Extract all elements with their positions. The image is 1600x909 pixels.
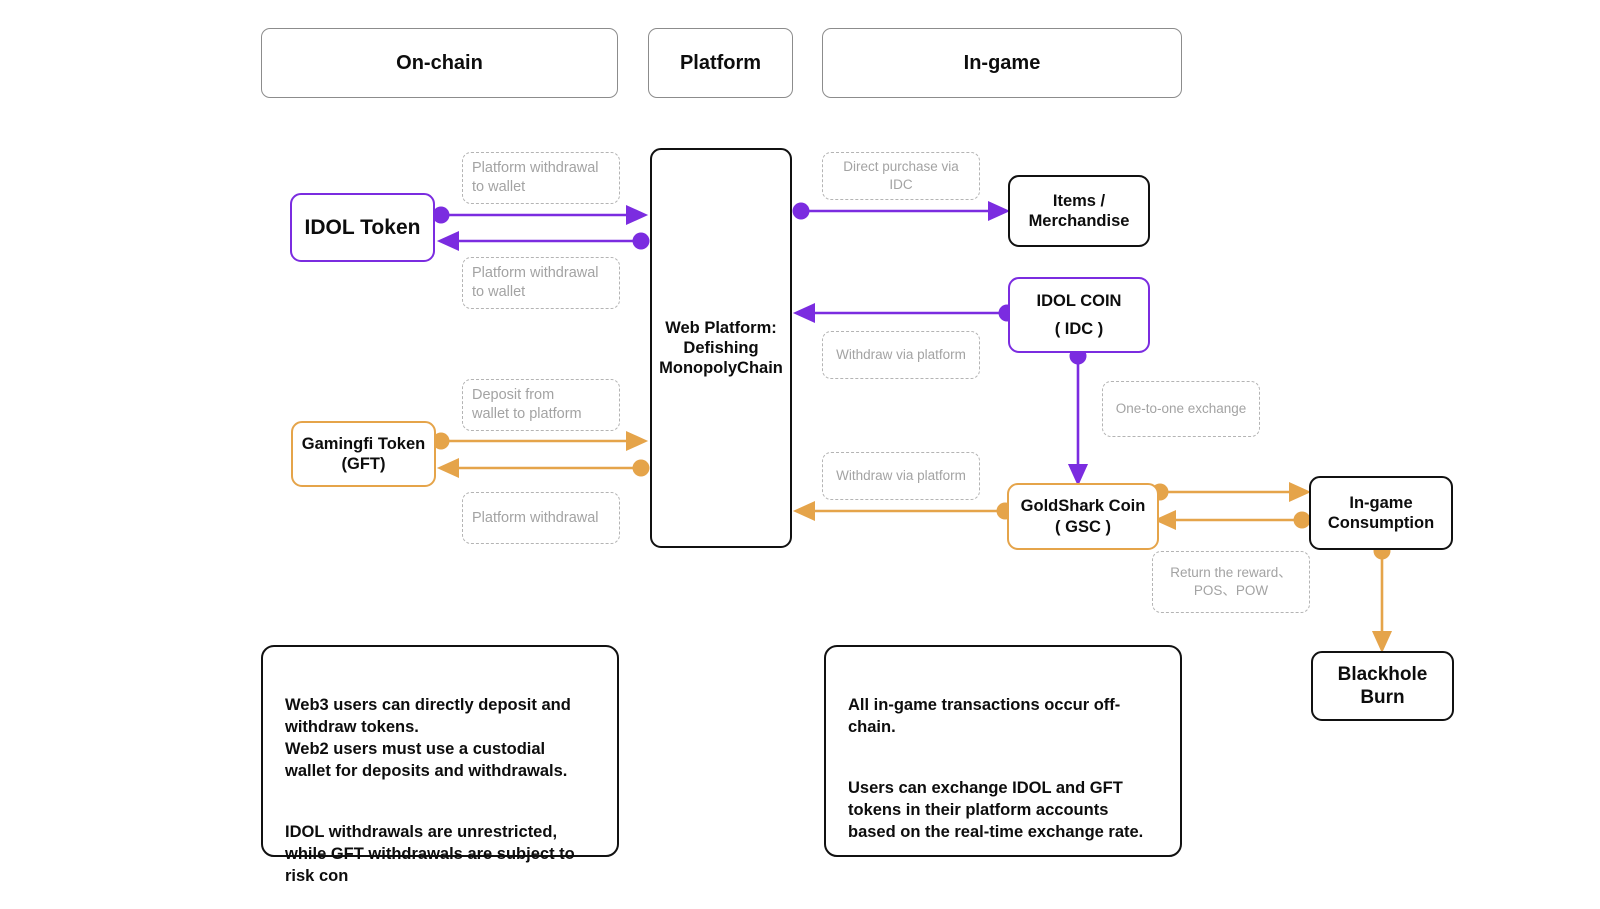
edge-label-gft-deposit-line1: Deposit from bbox=[472, 387, 555, 404]
node-idol-coin-line1: IDOL COIN bbox=[1036, 291, 1122, 310]
node-idol-token-label: IDOL Token bbox=[304, 215, 421, 239]
edge-label-one-to-one-exchange: One-to-one exchange bbox=[1102, 381, 1260, 437]
edge-label-gsc-withdraw-line1: Withdraw via platform bbox=[836, 468, 966, 484]
node-web-platform[interactable]: Web Platform: Defishing MonopolyChain bbox=[650, 148, 792, 548]
edge-label-direct-purchase: Direct purchase via IDC bbox=[822, 152, 980, 200]
edge-label-idc-withdraw-line1: Withdraw via platform bbox=[836, 347, 966, 363]
node-goldshark-coin-line1: GoldShark Coin bbox=[1020, 497, 1146, 516]
node-goldshark-coin-line2: ( GSC ) bbox=[1055, 517, 1111, 536]
node-blackhole-burn-line1: Blackhole bbox=[1337, 663, 1428, 685]
node-web-platform-line2: Defishing bbox=[683, 338, 759, 357]
node-gamingfi-token[interactable]: Gamingfi Token (GFT) bbox=[291, 421, 436, 487]
edge-idol-to-platform bbox=[432, 204, 649, 226]
edge-consumption-to-gsc bbox=[1153, 509, 1311, 531]
node-gamingfi-token-line2: (GFT) bbox=[341, 455, 386, 473]
note-right-paragraph-2: Users can exchange IDOL and GFT tokens i… bbox=[848, 778, 1144, 841]
header-on-chain: On-chain bbox=[261, 28, 618, 98]
edge-label-gsc-withdraw: Withdraw via platform bbox=[822, 452, 980, 500]
note-left: Web3 users can directly deposit and with… bbox=[261, 645, 619, 885]
edge-platform-to-gft bbox=[436, 457, 650, 479]
node-in-game-consumption[interactable]: In-game Consumption bbox=[1309, 476, 1453, 550]
edge-idc-to-platform bbox=[792, 302, 1016, 324]
edge-label-return-reward: Return the reward、 POS、POW bbox=[1152, 551, 1310, 613]
node-items-merchandise-line1: Items / bbox=[1052, 191, 1106, 210]
edge-label-gft-withdraw: Platform withdrawal bbox=[462, 492, 620, 544]
header-platform-label: Platform bbox=[679, 51, 762, 74]
edge-label-return-reward-line1: Return the reward、 bbox=[1170, 565, 1292, 581]
header-in-game-label: In-game bbox=[963, 51, 1041, 74]
edge-label-gft-withdraw-line1: Platform withdrawal bbox=[472, 509, 599, 526]
node-gamingfi-token-line1: Gamingfi Token bbox=[301, 434, 426, 453]
node-items-merchandise[interactable]: Items / Merchandise bbox=[1008, 175, 1150, 247]
edge-idc-to-gsc bbox=[1067, 347, 1089, 487]
node-in-game-consumption-line1: In-game bbox=[1349, 493, 1413, 512]
note-left-paragraph-1: Web3 users can directly deposit and with… bbox=[285, 695, 571, 780]
edge-label-idol-withdraw-top-line2: to wallet bbox=[472, 179, 526, 195]
node-web-platform-line1: Web Platform: bbox=[665, 318, 777, 337]
node-in-game-consumption-line2: Consumption bbox=[1327, 514, 1435, 532]
node-idol-coin-line2: ( IDC ) bbox=[1054, 319, 1104, 338]
edge-label-gft-deposit-line2: wallet to platform bbox=[472, 406, 582, 422]
edge-label-idol-withdraw-bottom: Platform withdrawal to wallet bbox=[462, 257, 620, 309]
edge-gsc-to-consumption bbox=[1151, 481, 1312, 503]
node-blackhole-burn-line2: Burn bbox=[1360, 687, 1405, 708]
edge-platform-to-items bbox=[792, 200, 1011, 222]
edge-label-direct-purchase-line1: Direct purchase via IDC bbox=[843, 159, 959, 192]
edge-gft-to-platform bbox=[432, 430, 649, 452]
note-right-paragraph-1: All in-game transactions occur off-chain… bbox=[848, 695, 1121, 736]
header-in-game: In-game bbox=[822, 28, 1182, 98]
edge-consumption-to-blackhole bbox=[1371, 542, 1393, 654]
edge-label-idol-withdraw-bottom-line1: Platform withdrawal bbox=[472, 265, 599, 282]
edge-label-one-to-one-exchange-line1: One-to-one exchange bbox=[1115, 401, 1247, 417]
header-on-chain-label: On-chain bbox=[396, 51, 483, 74]
edge-label-gft-deposit: Deposit from wallet to platform bbox=[462, 379, 620, 431]
header-platform: Platform bbox=[648, 28, 793, 98]
edge-label-idc-withdraw: Withdraw via platform bbox=[822, 331, 980, 379]
edge-label-idol-withdraw-top: Platform withdrawal to wallet bbox=[462, 152, 620, 204]
node-goldshark-coin[interactable]: GoldShark Coin ( GSC ) bbox=[1007, 483, 1159, 550]
edge-gsc-to-platform bbox=[792, 500, 1014, 522]
note-left-paragraph-2: IDOL withdrawals are unrestricted, while… bbox=[285, 822, 575, 885]
node-idol-coin[interactable]: IDOL COIN ( IDC ) bbox=[1008, 277, 1150, 353]
edge-platform-to-idol bbox=[436, 230, 650, 252]
node-blackhole-burn[interactable]: Blackhole Burn bbox=[1311, 651, 1454, 721]
edge-label-return-reward-line2: POS、POW bbox=[1193, 583, 1269, 598]
edge-label-idol-withdraw-top-line1: Platform withdrawal bbox=[472, 160, 599, 177]
node-web-platform-line3: MonopolyChain bbox=[659, 359, 783, 378]
node-idol-token[interactable]: IDOL Token bbox=[290, 193, 435, 262]
edge-label-idol-withdraw-bottom-line2: to wallet bbox=[472, 284, 526, 300]
node-items-merchandise-line2: Merchandise bbox=[1028, 212, 1130, 230]
note-right: All in-game transactions occur off-chain… bbox=[824, 645, 1182, 857]
